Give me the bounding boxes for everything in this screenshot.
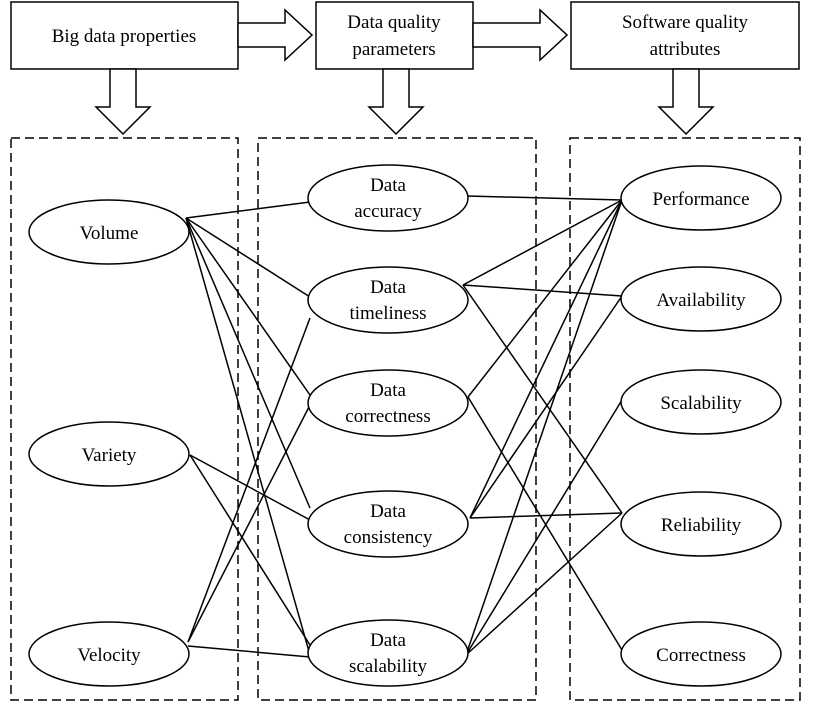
edge-consistency-availability (469, 295, 623, 519)
node-availability: Availability (620, 266, 782, 332)
node-reliability: Reliability (620, 491, 782, 557)
node-data-scalability-line1: Data (370, 630, 406, 651)
node-data-consistency-line2: consistency (344, 527, 433, 548)
node-correctness-label: Correctness (656, 645, 746, 666)
edge-scalability-reliability (465, 512, 623, 656)
edge-timeliness-reliability (462, 284, 623, 514)
node-velocity-label: Velocity (77, 645, 141, 666)
edge-volume-accuracy (185, 201, 311, 219)
header-big-data-label: Big data properties (52, 26, 197, 47)
node-data-accuracy-line2: accuracy (354, 201, 422, 222)
node-scalability-label: Scalability (660, 393, 742, 414)
arrow-right-1 (237, 8, 314, 62)
node-data-scalability-line2: scalability (349, 656, 428, 677)
edge-velocity-correctness (187, 404, 311, 643)
edge-variety-scalability (189, 454, 311, 646)
edge-consistency-performance (469, 199, 623, 519)
header-dq-label-line2: parameters (352, 39, 435, 60)
node-data-timeliness-line2: timeliness (349, 303, 426, 324)
node-velocity: Velocity (28, 621, 190, 687)
edge-correctness-correctness (467, 396, 623, 651)
arrow-down-1 (94, 68, 152, 136)
node-availability-label: Availability (656, 290, 746, 311)
edge-consistency-reliability (469, 512, 623, 519)
edge-correctness-performance (467, 199, 623, 398)
node-reliability-label: Reliability (661, 515, 742, 536)
node-data-scalability: Data scalability (307, 619, 469, 687)
edge-scalability-scalability (465, 399, 623, 656)
arrow-down-2 (367, 68, 425, 136)
header-big-data-properties: Big data properties (10, 1, 239, 70)
edge-volume-timeliness (185, 217, 311, 298)
edge-timeliness-performance (462, 199, 623, 286)
header-dq-label-line1: Data quality (347, 12, 441, 33)
node-data-consistency-line1: Data (370, 501, 406, 522)
node-volume: Volume (28, 199, 190, 265)
edge-velocity-scalability (187, 645, 311, 658)
node-data-accuracy: Data accuracy (307, 164, 469, 232)
arrow-down-3 (657, 68, 715, 136)
edge-volume-scalability (185, 217, 311, 656)
edge-timeliness-availability (462, 284, 623, 297)
header-sq-label-line2: attributes (650, 39, 721, 60)
node-performance-label: Performance (652, 189, 749, 210)
group-software-quality (569, 137, 801, 701)
node-data-timeliness-line1: Data (370, 277, 406, 298)
node-data-accuracy-line1: Data (370, 175, 406, 196)
node-volume-label: Volume (80, 223, 139, 244)
edge-accuracy-performance (466, 195, 623, 201)
edge-scalability-performance (465, 199, 623, 656)
group-big-data (10, 137, 239, 701)
edge-velocity-timeliness (187, 317, 311, 643)
arrow-right-2 (472, 8, 569, 62)
node-data-consistency: Data consistency (307, 490, 469, 558)
node-data-correctness-line1: Data (370, 380, 406, 401)
node-performance: Performance (620, 165, 782, 231)
header-data-quality-parameters: Data quality parameters (315, 1, 474, 70)
node-correctness: Correctness (620, 621, 782, 687)
node-data-timeliness: Data timeliness (307, 266, 469, 334)
node-data-correctness: Data correctness (307, 369, 469, 437)
edge-variety-consistency (189, 454, 311, 521)
edge-volume-consistency (185, 217, 311, 509)
header-software-quality-attributes: Software quality attributes (570, 1, 800, 70)
node-variety: Variety (28, 421, 190, 487)
node-scalability: Scalability (620, 369, 782, 435)
edge-volume-correctness (185, 217, 311, 396)
node-variety-label: Variety (82, 445, 137, 466)
node-data-correctness-line2: correctness (345, 406, 430, 427)
header-sq-label-line1: Software quality (622, 12, 749, 33)
connection-lines (185, 195, 623, 658)
